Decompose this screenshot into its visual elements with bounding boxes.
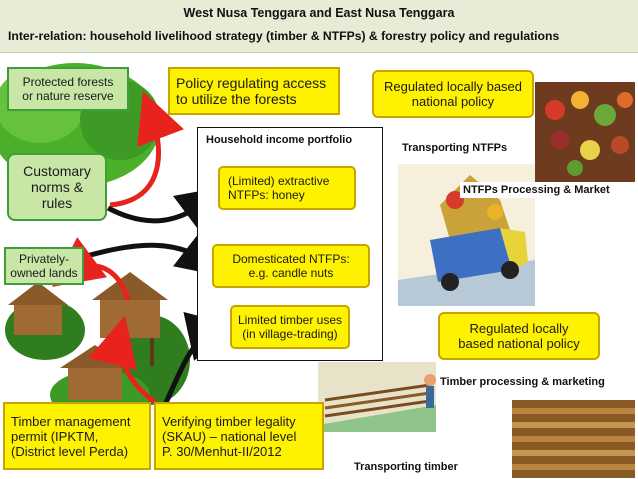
portfolio-label: Household income portfolio xyxy=(206,134,353,146)
portfolio-item-timber-uses: Limited timber uses (in village-trading) xyxy=(230,305,350,349)
portfolio-item-extractive-ntfps: (Limited) extractive NTFPs: honey xyxy=(218,166,356,210)
village-houses-icon xyxy=(5,272,190,420)
policy-access-box: Policy regulating access to utilize the … xyxy=(168,67,340,115)
customary-norms-box: Customary norms & rules xyxy=(7,153,107,221)
page-title: West Nusa Tenggara and East Nusa Tenggar… xyxy=(183,6,455,20)
portfolio-item-domesticated-ntfps: Domesticated NTFPs: e.g. candle nuts xyxy=(212,244,370,288)
red-arrow-permit-curve xyxy=(88,315,157,405)
privately-owned-lands-box: Privately- owned lands xyxy=(4,247,84,285)
page-subtitle: Inter-relation: household livelihood str… xyxy=(8,29,560,43)
timber-transport-illustration xyxy=(318,362,436,432)
red-arrow-forest-curve xyxy=(109,91,184,208)
header-band: West Nusa Tenggara and East Nusa Tenggar… xyxy=(0,0,638,53)
regulated-national-policy-bottom-box: Regulated locally based national policy xyxy=(438,312,600,360)
ntfps-processing-market-label: NTFPs Processing & Market xyxy=(460,182,613,198)
verifying-timber-legality-box: Verifying timber legality (SKAU) – natio… xyxy=(154,402,324,470)
regulated-national-policy-top-box: Regulated locally based national policy xyxy=(372,70,534,118)
timber-processing-marketing-label: Timber processing & marketing xyxy=(440,376,605,388)
timber-logs-image xyxy=(512,400,635,478)
transporting-timber-label: Transporting timber xyxy=(354,461,458,473)
market-stall-image xyxy=(535,82,635,182)
transporting-ntfps-label: Transporting NTFPs xyxy=(402,142,508,154)
timber-permit-box: Timber management permit (IPKTM, (Distri… xyxy=(3,402,151,470)
protected-forests-box: Protected forests or nature reserve xyxy=(7,67,129,111)
black-arrow-private-to-domesticated xyxy=(79,226,228,278)
